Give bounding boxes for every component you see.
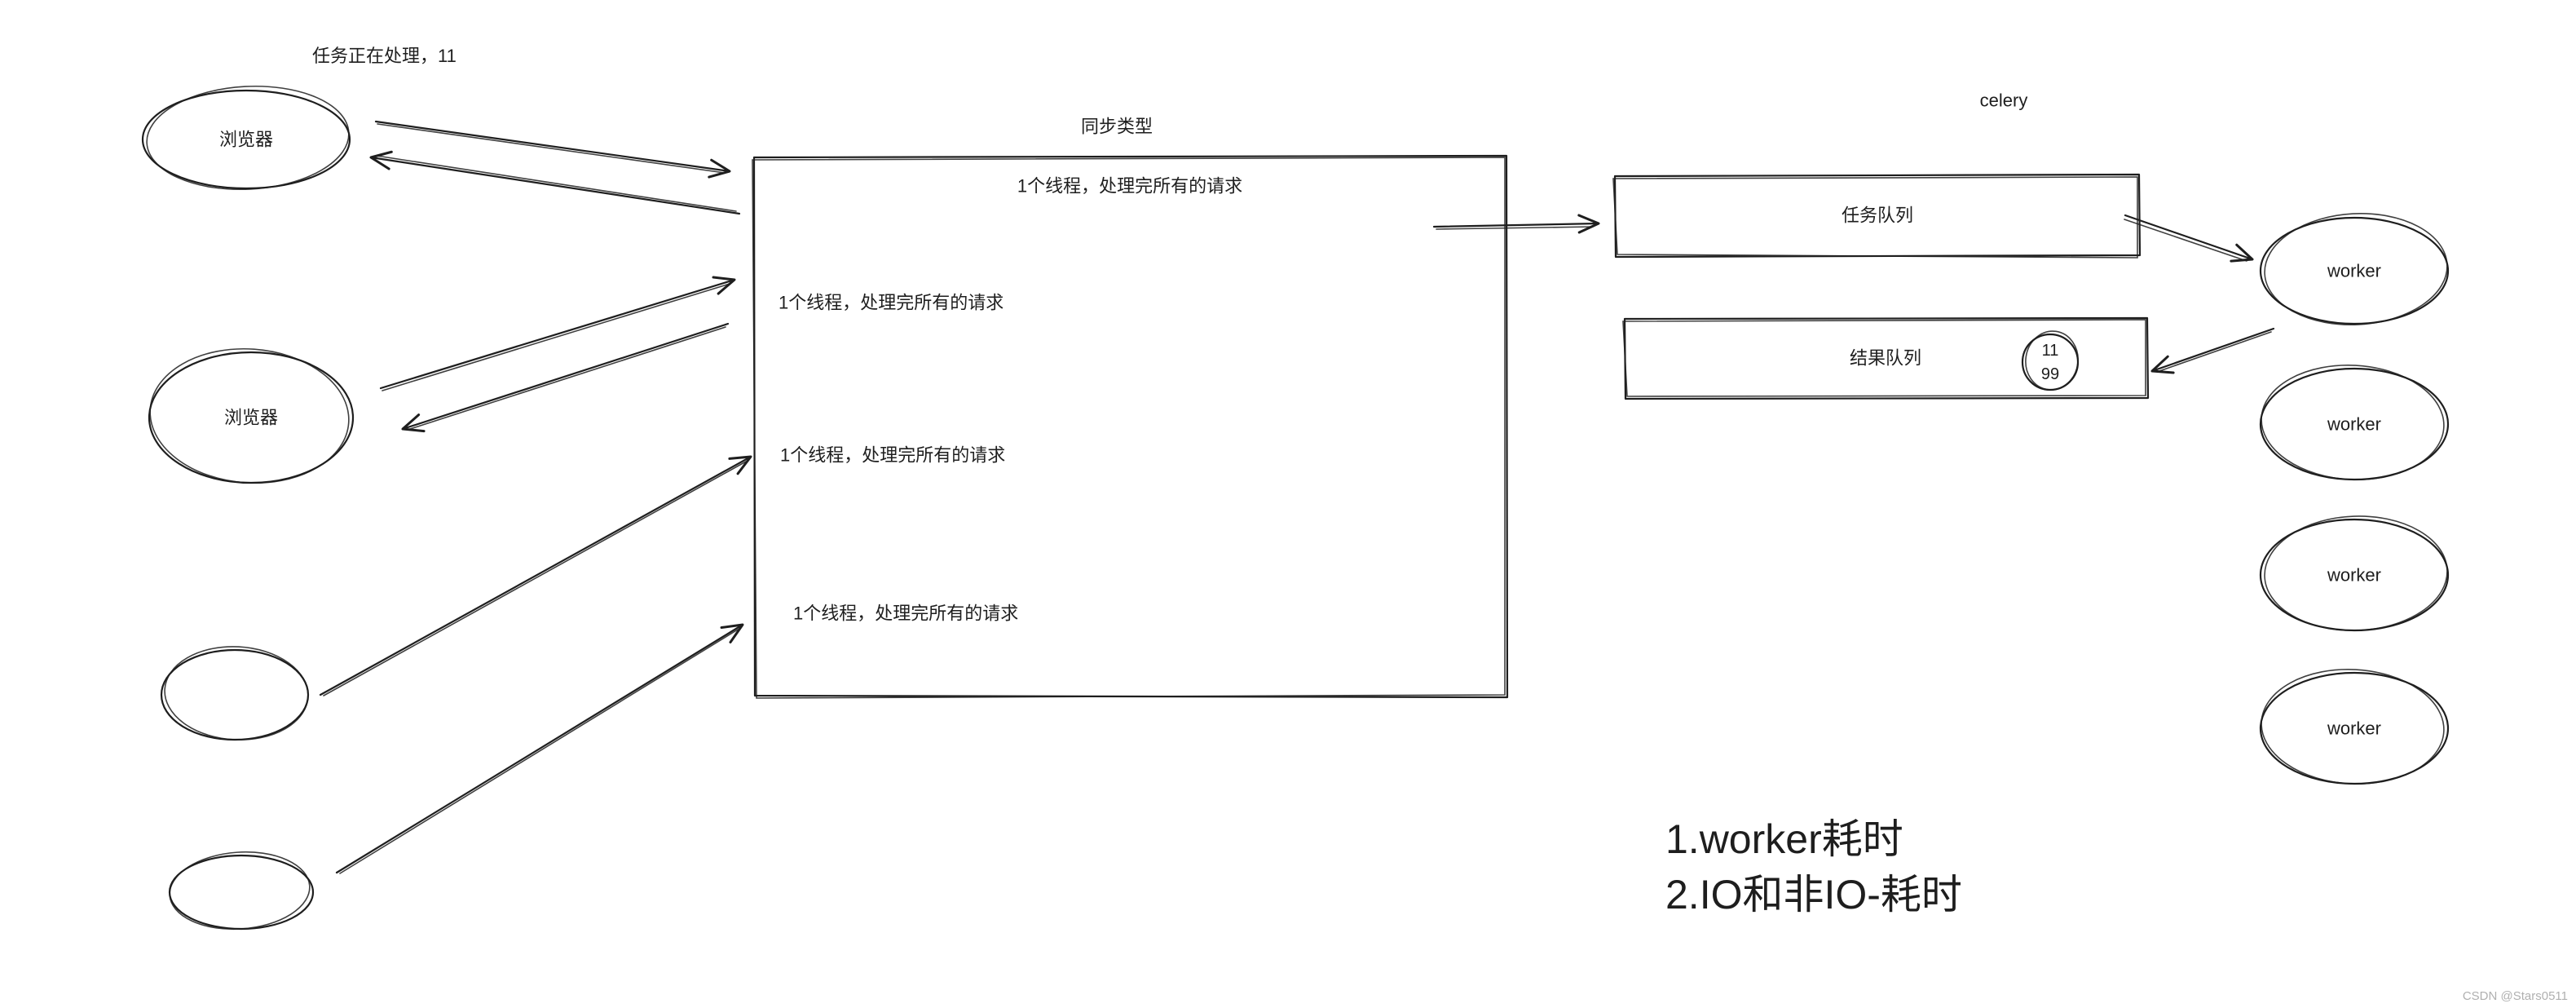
celery-title: celery [1980,91,2028,111]
client-node-3 [160,646,310,741]
sync-thread-label-4: 1个线程，处理完所有的请求 [793,603,1018,624]
task-queue-label: 任务队列 [1842,206,1913,226]
arrow-client4-to-sync [335,623,744,874]
arrow-client3-to-sync [319,455,752,696]
arrow-browser1-to-sync [374,120,731,179]
worker-node-1: worker [2259,213,2450,325]
result-badge-line-2: 99 [2041,365,2059,383]
sync-title: 同步类型 [1081,117,1153,137]
arrow-worker-to-result-queue [2150,327,2275,374]
arrow-sync-to-browser1 [369,150,741,215]
arrow-browser2-to-sync [379,276,736,391]
sync-box [752,154,1509,699]
arrow-sync-to-browser2 [401,322,730,433]
client-node-4 [168,851,315,931]
task-queue-box [1612,173,2142,259]
browser-node-1: 浏览器 [141,85,351,191]
arrow-task-queue-to-worker [2124,214,2254,263]
worker-node-4: worker [2259,669,2450,785]
browser-label-1: 浏览器 [219,130,273,150]
sync-thread-label-3: 1个线程，处理完所有的请求 [780,445,1005,466]
status-note: 任务正在处理，11 [312,46,457,66]
worker-label-4: worker [2327,718,2381,739]
worker-label-2: worker [2327,414,2381,435]
note-line-1: 1.worker耗时 [1665,816,1903,862]
arrow-sync-to-task-queue [1432,214,1600,234]
worker-node-3: worker [2259,515,2450,632]
note-line-2: 2.IO和非IO-耗时 [1665,872,1962,917]
worker-node-2: worker [2259,365,2450,481]
watermark: CSDN @Stars0511 [2463,989,2568,1003]
sync-thread-label-2: 1个线程，处理完所有的请求 [779,293,1003,313]
browser-node-2: 浏览器 [148,347,355,484]
browser-label-2: 浏览器 [224,408,278,428]
result-badge: 11 99 [2021,330,2080,391]
worker-label-3: worker [2327,565,2381,586]
worker-label-1: worker [2327,261,2381,281]
result-queue-box [1622,316,2150,400]
result-queue-label: 结果队列 [1850,348,1921,369]
result-badge-line-1: 11 [2042,342,2059,360]
sync-thread-label-1: 1个线程，处理完所有的请求 [1017,176,1242,197]
